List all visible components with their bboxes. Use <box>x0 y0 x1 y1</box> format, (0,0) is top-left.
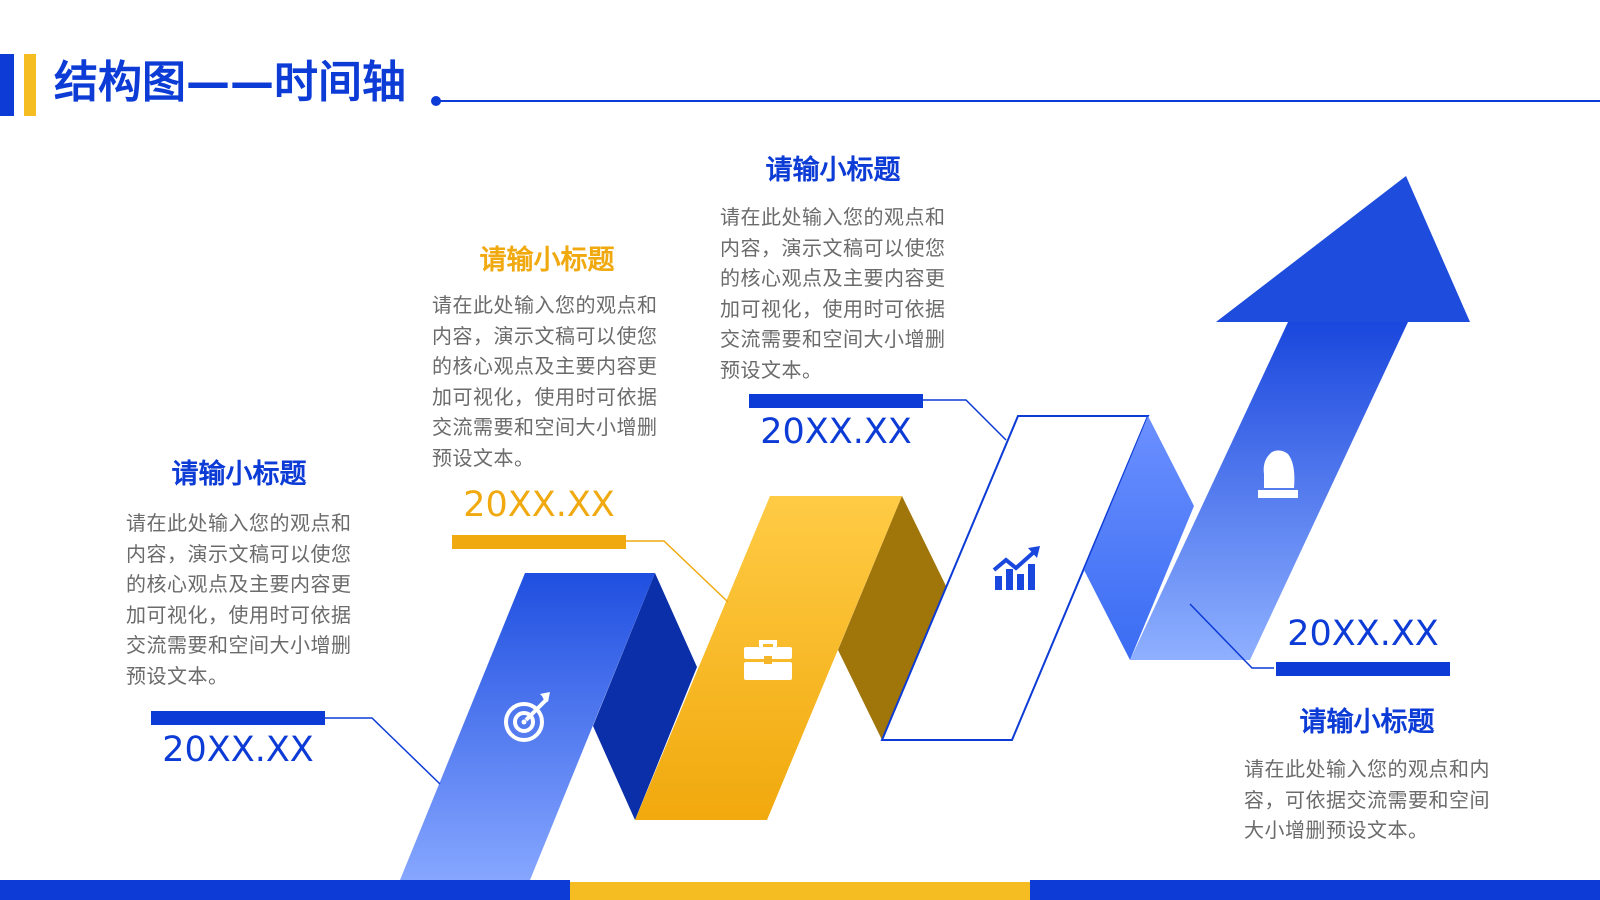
leader-line-1 <box>318 717 441 785</box>
title-line-dot <box>431 96 441 106</box>
footer-bar-center <box>570 882 1030 900</box>
page-title: 结构图——时间轴 <box>54 57 406 108</box>
milestone-4-date: 20XX.XX <box>1287 614 1439 654</box>
title-accent-yellow <box>24 54 36 116</box>
milestone-3-date-bar <box>749 394 923 408</box>
title-accent-blue <box>0 54 14 116</box>
ribbon-segment-1 <box>400 573 655 880</box>
briefcase-icon <box>744 640 792 680</box>
milestone-1-date-bar <box>151 711 325 725</box>
milestone-1-date: 20XX.XX <box>162 730 314 770</box>
milestone-4-date-bar <box>1276 662 1450 676</box>
milestone-3-date: 20XX.XX <box>760 412 912 452</box>
milestone-2-description: 请在此处输入您的观点和内容，演示文稿可以使您的核心观点及主要内容更加可视化，使用… <box>432 293 658 470</box>
growth-chart-icon <box>992 546 1040 590</box>
ribbon-arrow-head <box>1216 176 1470 322</box>
milestone-2-subtitle: 请输小标题 <box>479 245 615 276</box>
leader-line-2 <box>613 540 729 603</box>
target-icon <box>504 692 550 742</box>
milestone-3-subtitle: 请输小标题 <box>765 155 901 186</box>
footer-bar-left <box>0 880 570 900</box>
ribbon-fold-1 <box>593 573 697 820</box>
title-underline <box>440 100 1600 102</box>
footer-bar-right <box>1030 880 1600 900</box>
chess-knight-icon <box>1258 450 1298 498</box>
ribbon-fold-2 <box>838 496 946 740</box>
milestone-1-description: 请在此处输入您的观点和内容，演示文稿可以使您的核心观点及主要内容更加可视化，使用… <box>126 511 352 688</box>
milestone-3-description: 请在此处输入您的观点和内容，演示文稿可以使您的核心观点及主要内容更加可视化，使用… <box>720 205 946 382</box>
ribbon-fold-3 <box>1084 416 1194 660</box>
milestone-2-date: 20XX.XX <box>463 485 615 525</box>
milestone-4-subtitle: 请输小标题 <box>1299 707 1435 738</box>
milestone-2-date-bar <box>452 535 626 549</box>
leader-line-3 <box>904 399 1007 441</box>
milestone-1-subtitle: 请输小标题 <box>171 459 307 490</box>
leader-line-4 <box>1189 603 1274 669</box>
milestone-4-description: 请在此处输入您的观点和内容，可依据交流需要和空间大小增删预设文本。 <box>1244 757 1490 842</box>
